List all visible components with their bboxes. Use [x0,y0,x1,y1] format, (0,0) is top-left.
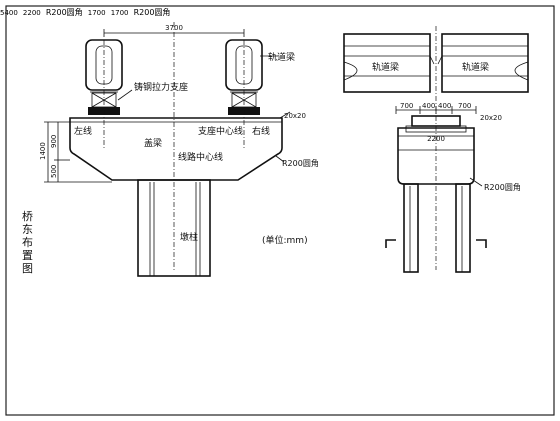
label-right-line: 右线 [252,125,270,137]
side-view: 轨道梁 轨道梁 700 400 400 700 2200 20x20 R200圆… [343,26,529,273]
dim-side-700-left: 700 [400,102,413,110]
column-hatched-square: R200圆角 [134,0,171,19]
dim-col-height: 1700 [110,9,129,17]
label-fillet-side: R200圆角 [484,182,521,192]
dim-1400: 1400 [39,142,47,160]
pier-column [137,179,211,277]
dim-plan-5400: 5400 [0,9,18,17]
dim-500: 500 [50,165,58,178]
cap-beam [69,117,283,181]
label-route-center: 线路中心线 [178,151,223,163]
dim-plan-2200: 2200 [22,9,41,17]
column-section: 1700 1700 R200圆角 [88,0,171,19]
label-track-beam-right: 轨道梁 [462,61,489,73]
dim-slope-side: 20x20 [480,114,502,122]
label-fillet-elev: R200圆角 [282,158,319,168]
dim-side-400-right: 400 [438,102,451,110]
plan-view: 5400 2200 R200圆角 [0,0,88,19]
label-pier: 墩柱 [180,231,198,243]
label-fillet-plan: R200圆角 [45,8,83,17]
label-cap-beam: 盖梁 [144,137,162,149]
dim-slope-elev: 20x20 [284,112,306,120]
label-unit: (单位:mm) [262,234,308,246]
dim-side-2200: 2200 [427,135,445,143]
label-steel-bearing: 铸钢拉力支座 [134,81,188,93]
dim-900: 900 [50,135,58,148]
dim-3700: 3700 [165,24,183,32]
label-left-line: 左线 [74,125,92,137]
dim-col-width: 1700 [87,9,106,17]
sheet-frame [5,5,555,416]
sheet-title: 桥东布置图 [22,210,33,275]
label-track-beam-left: 轨道梁 [372,61,399,73]
dim-side-700-right: 700 [458,102,471,110]
label-bearing-center: 支座中心线 [198,125,243,137]
elevation-view: 3700 轨道梁 铸钢拉力支座 [39,22,319,277]
dim-side-400-left: 400 [422,102,435,110]
label-track-beam: 轨道梁 [268,51,295,63]
label-fillet-column: R200圆角 [133,8,171,17]
